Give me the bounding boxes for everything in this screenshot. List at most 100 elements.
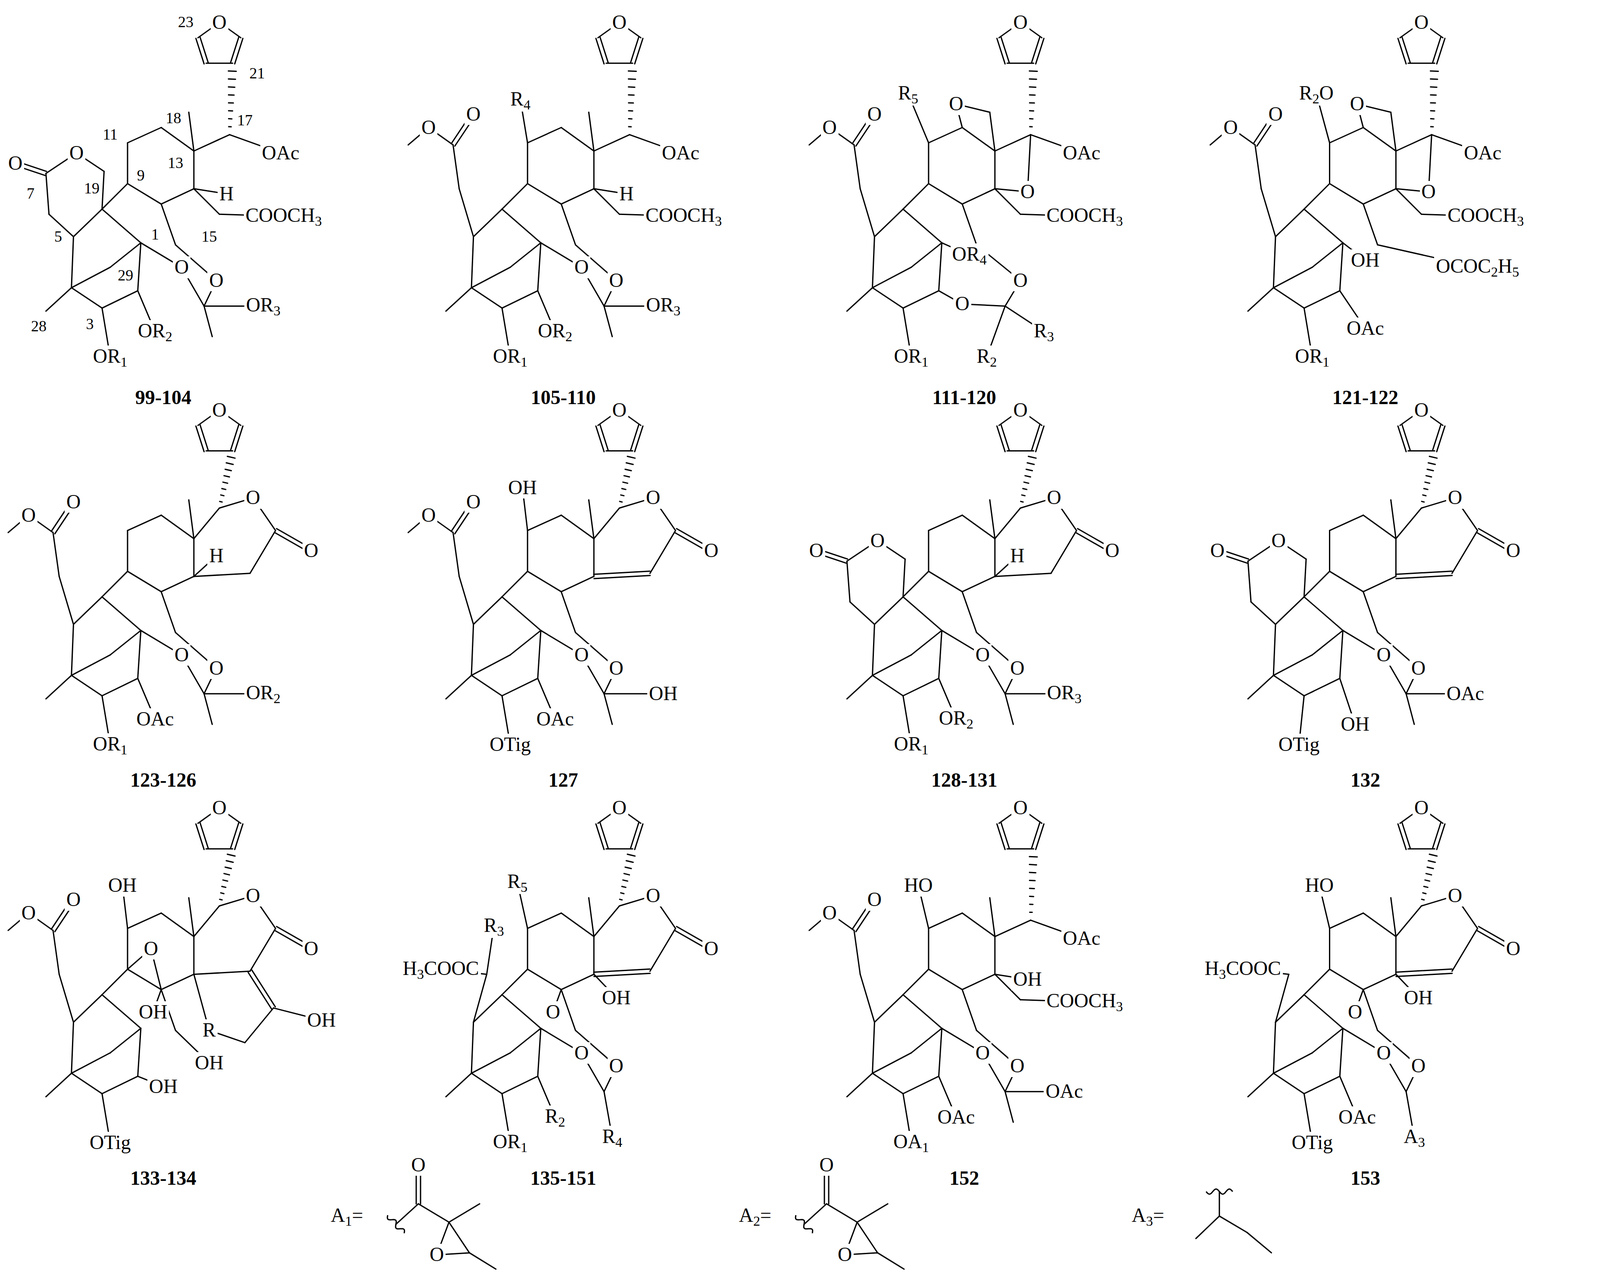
atom-label: OR3 xyxy=(644,294,683,318)
hashed-bond xyxy=(228,126,232,128)
bond-line xyxy=(1408,450,1435,452)
subscript: 3 xyxy=(273,302,281,319)
bond-line xyxy=(71,287,103,309)
bond-line xyxy=(469,1253,496,1270)
atom-label: R2 xyxy=(975,345,999,369)
bond-line xyxy=(874,596,903,625)
atom-label: O xyxy=(172,256,191,279)
bond-line xyxy=(1273,624,1276,676)
bond-line xyxy=(872,1073,904,1094)
hashed-bond xyxy=(1029,879,1036,882)
bond-line xyxy=(1329,913,1364,929)
hashed-bond xyxy=(1421,899,1425,900)
bond-line xyxy=(502,994,541,1029)
bond-line xyxy=(193,134,230,152)
hashed-bond xyxy=(1428,860,1436,863)
wavy-bond xyxy=(387,1215,405,1234)
double-bond xyxy=(1397,824,1407,850)
bond-line xyxy=(826,1203,858,1223)
hashed-bond xyxy=(628,94,635,97)
atom-label: O xyxy=(210,11,229,34)
atom-label: O xyxy=(1504,938,1523,961)
bond-line xyxy=(872,624,875,676)
bond-line xyxy=(561,591,576,633)
bond-line xyxy=(452,532,459,577)
atom-label: A2= xyxy=(737,1204,774,1229)
atom-label: O xyxy=(244,486,262,509)
atom-label: OAc xyxy=(1043,1080,1085,1103)
hashed-bond xyxy=(625,867,632,869)
bond-line xyxy=(606,450,634,452)
bond-line xyxy=(604,693,613,725)
bond-line xyxy=(127,969,162,990)
atom-label: R4 xyxy=(508,88,533,112)
bond-line xyxy=(473,208,503,237)
hashed-bond xyxy=(1430,78,1438,81)
hashed-bond xyxy=(222,880,228,882)
bond-line xyxy=(527,530,529,572)
subscript: 1 xyxy=(345,1213,353,1229)
bond-line xyxy=(502,571,528,597)
bond-line xyxy=(502,208,541,243)
bond-line xyxy=(989,898,995,937)
atom-locant: 1 xyxy=(150,226,160,244)
bond-line xyxy=(938,630,942,679)
atom-label: COOCH3 xyxy=(243,204,324,228)
atom-locant: 11 xyxy=(101,126,119,144)
atom-label: H3COOC xyxy=(400,957,481,982)
hashed-bond xyxy=(1025,475,1031,478)
bond-line xyxy=(1312,243,1343,268)
atom-label: O xyxy=(1346,1001,1364,1024)
bond-line xyxy=(593,936,595,975)
bond-line xyxy=(527,127,562,144)
atom-label: R4 xyxy=(600,1125,624,1150)
double-bond xyxy=(1432,37,1441,63)
atom-locant: 5 xyxy=(53,228,63,246)
bond-line xyxy=(1273,1073,1304,1094)
bond-line xyxy=(1452,530,1478,574)
bond-line xyxy=(471,1073,503,1094)
atom-label: O xyxy=(1269,530,1288,553)
atom-label: OAc xyxy=(260,142,302,165)
bond-line xyxy=(1303,559,1307,598)
bond-line xyxy=(46,675,72,700)
hashed-bond xyxy=(227,456,236,459)
hashed-bond xyxy=(1423,886,1428,888)
bond-line xyxy=(527,183,562,204)
double-bond xyxy=(1436,426,1445,452)
hashed-bond xyxy=(1425,482,1430,484)
bond-line xyxy=(188,112,194,152)
bond-line xyxy=(962,974,995,990)
bond-line xyxy=(110,243,141,268)
bond-line xyxy=(938,243,942,291)
double-bond xyxy=(196,824,205,850)
bond-line xyxy=(102,969,128,995)
bond-line xyxy=(872,1053,912,1074)
atom-label: OTig xyxy=(1290,1132,1335,1154)
hashed-bond xyxy=(1029,911,1033,914)
bond-line xyxy=(473,974,487,1023)
bond-line xyxy=(527,571,562,592)
double-bond xyxy=(1432,822,1441,849)
bond-line xyxy=(928,127,963,144)
bond-line xyxy=(502,596,541,631)
subscript: 2 xyxy=(1312,90,1320,107)
compound-number: 123-126 xyxy=(128,769,198,792)
atom-label: OAc xyxy=(1061,142,1103,165)
bond-line xyxy=(1303,678,1340,696)
bond-line xyxy=(1406,693,1415,725)
hashed-bond xyxy=(1430,110,1435,112)
bond-line xyxy=(860,188,875,237)
bond-line xyxy=(994,134,1031,152)
hashed-bond xyxy=(1428,462,1436,465)
double-bond xyxy=(1396,575,1453,579)
compound-number: 111-120 xyxy=(930,386,999,409)
bond-line xyxy=(102,596,141,631)
bond-line xyxy=(994,920,1031,937)
subscript: 1 xyxy=(520,354,528,370)
bond-line xyxy=(846,287,873,312)
bond-line xyxy=(102,208,141,243)
bond-line xyxy=(1219,1216,1248,1233)
bond-line xyxy=(994,538,996,577)
